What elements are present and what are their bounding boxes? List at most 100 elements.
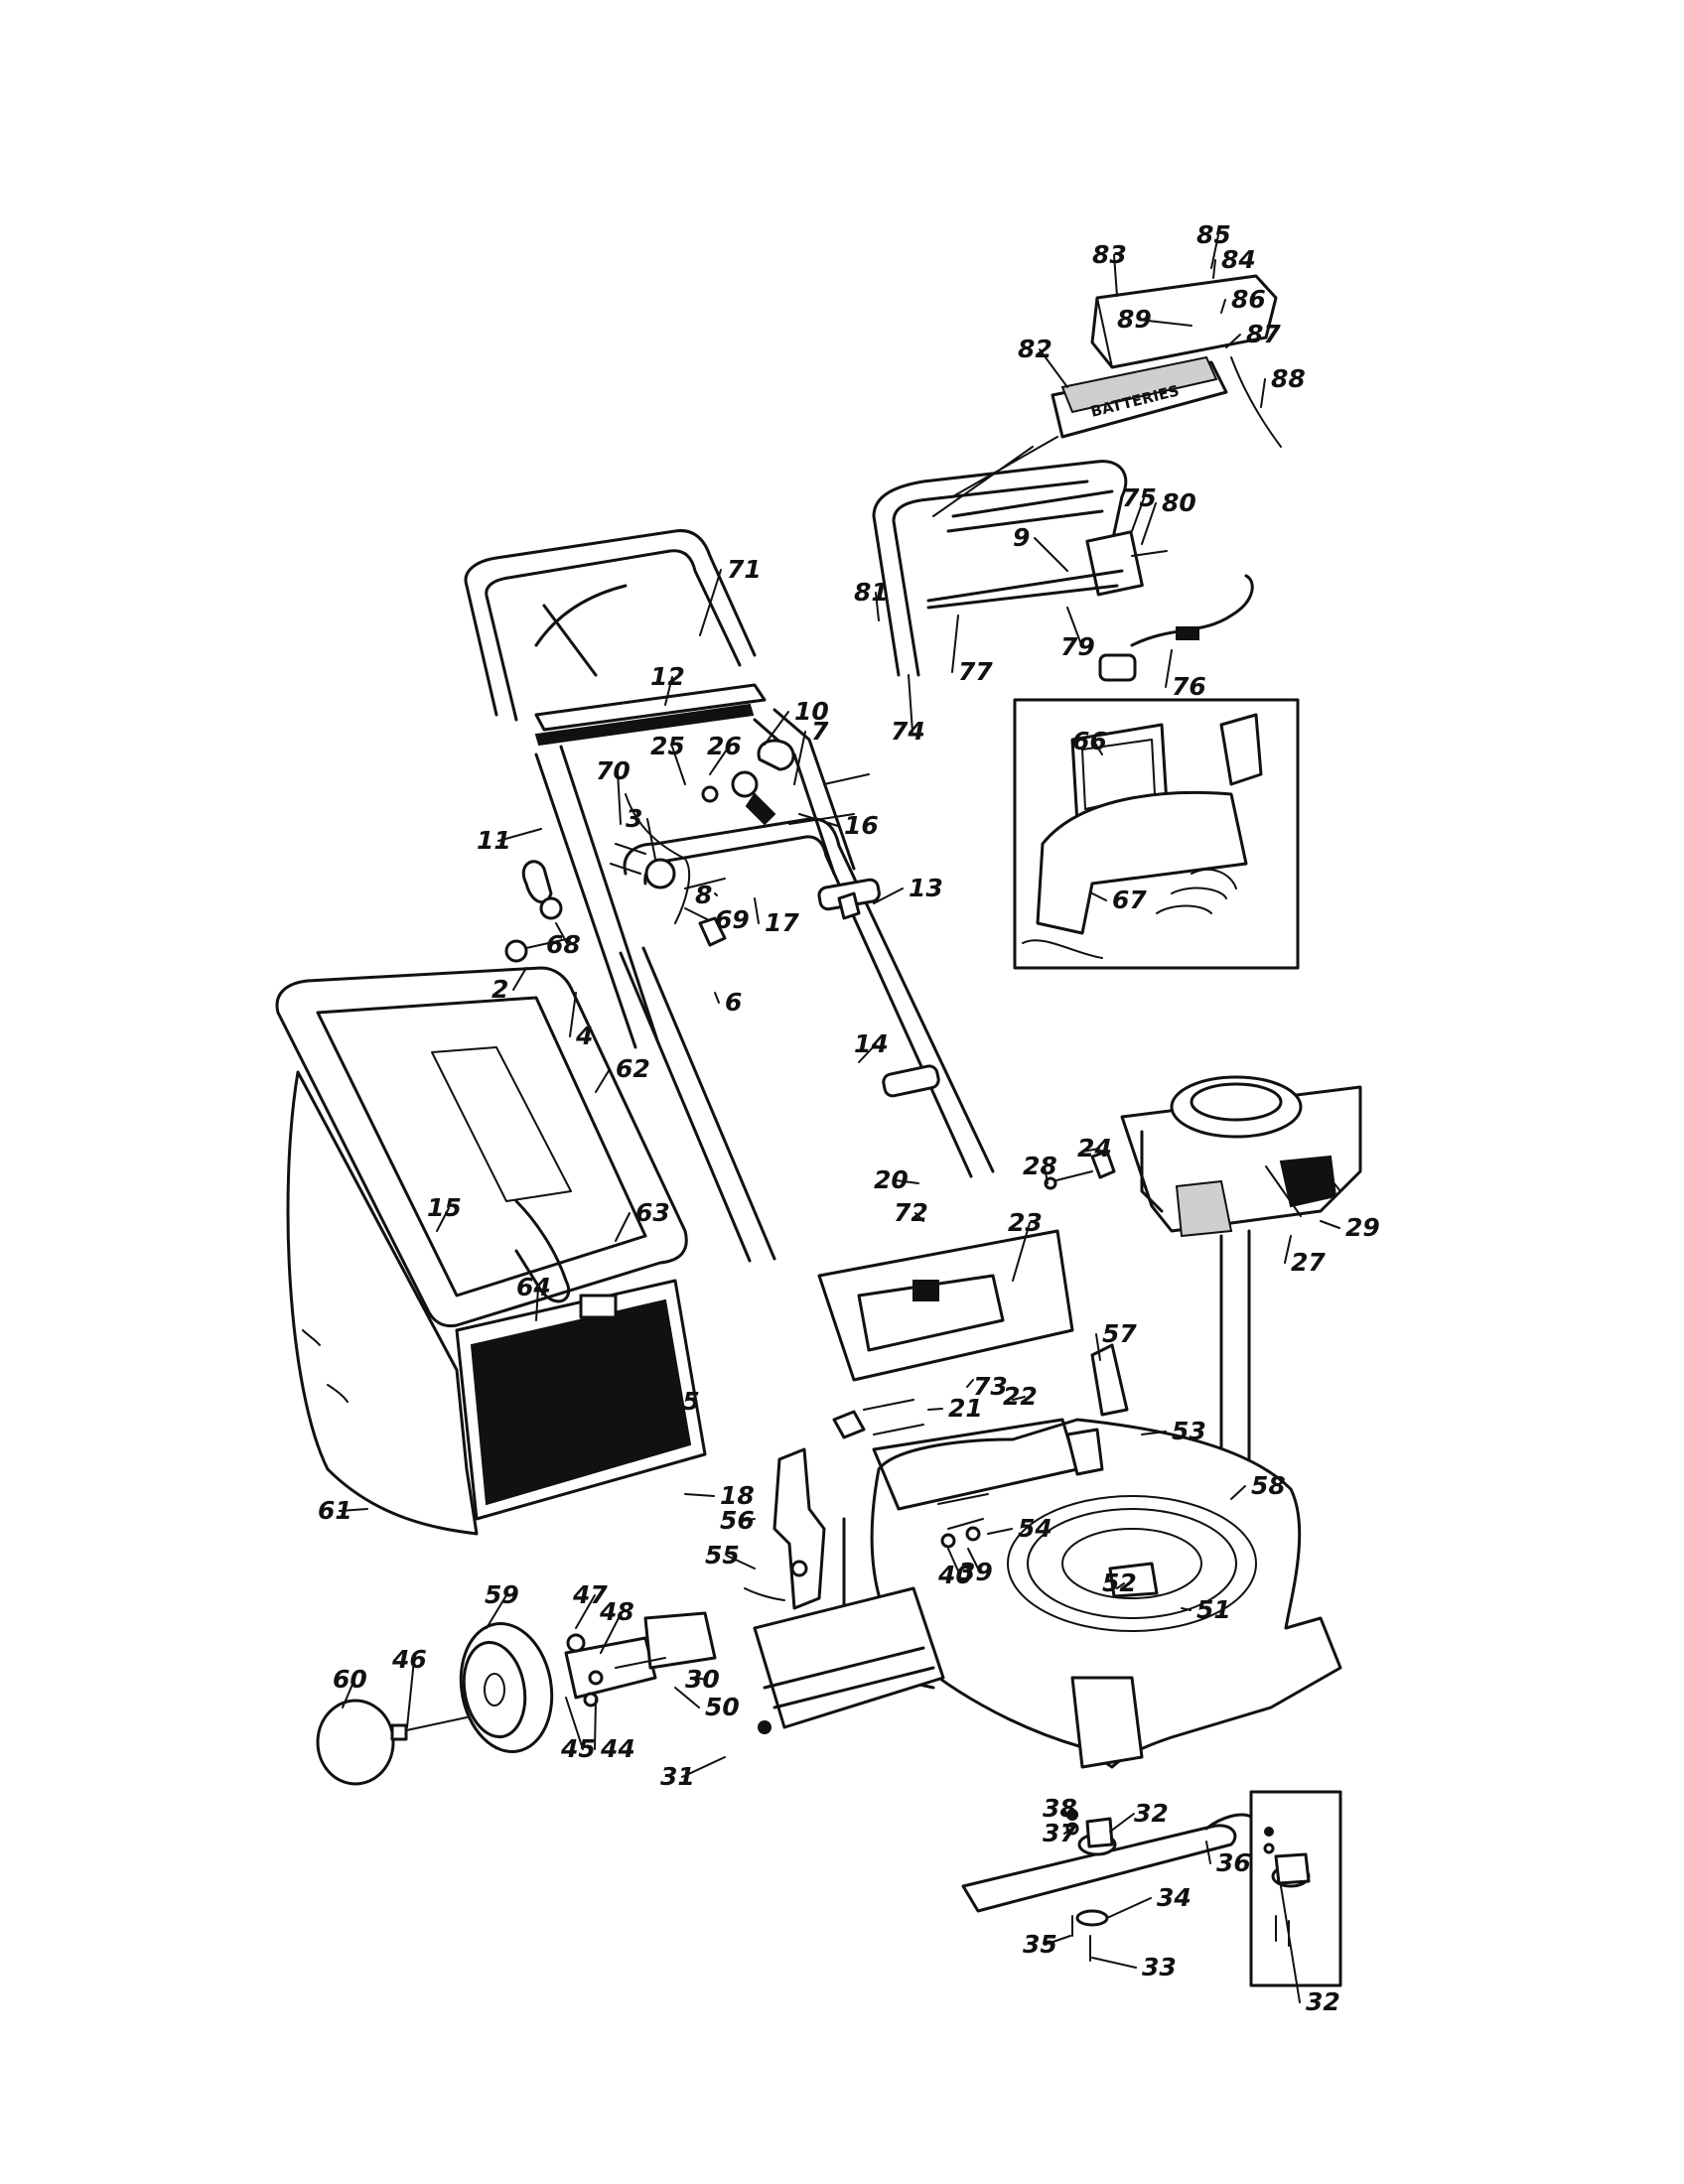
part-number-29: 29: [1345, 1213, 1380, 1242]
leader-line: [1039, 348, 1068, 388]
part-number-26: 26: [707, 732, 742, 760]
part-number-74: 74: [891, 717, 925, 746]
upper-handle-rear: [872, 460, 1128, 677]
leader-line: [1012, 1222, 1031, 1282]
leader-line: [1106, 1897, 1152, 1919]
leader-line: [565, 1697, 584, 1750]
part-number-8: 8: [695, 881, 712, 909]
leader-line: [1044, 1935, 1071, 1946]
deck-hardware: [832, 1399, 989, 1549]
part-number-16: 16: [844, 811, 879, 840]
leader-line: [754, 897, 760, 924]
leader-line: [1109, 1813, 1135, 1833]
part-number-77: 77: [958, 657, 993, 686]
leader-line: [967, 1548, 981, 1573]
leader-line: [342, 1679, 355, 1708]
part-number-40: 40: [937, 1561, 973, 1589]
part-number-53: 53: [1172, 1417, 1206, 1445]
upper-handle: [464, 529, 757, 722]
part-number-57: 57: [1102, 1319, 1137, 1348]
part-number-44: 44: [600, 1734, 635, 1763]
part-number-4: 4: [575, 1022, 593, 1050]
plug-connector: [1098, 574, 1254, 682]
battery-wire: [1230, 356, 1282, 448]
leader-line: [714, 992, 720, 1004]
control-bar: [534, 683, 767, 747]
part-number-58: 58: [1251, 1471, 1286, 1500]
leader-line: [914, 1212, 924, 1222]
leader-line: [1280, 1885, 1301, 2003]
leader-line: [436, 1207, 450, 1232]
part-number-85: 85: [1196, 220, 1231, 249]
engine-shaft: [1219, 1229, 1251, 1491]
part-number-47: 47: [572, 1580, 608, 1609]
part-number-52: 52: [1102, 1569, 1137, 1597]
leader-line: [1230, 1485, 1246, 1500]
leader-line: [600, 1611, 623, 1654]
leader-line: [694, 1677, 708, 1681]
part-number-20: 20: [874, 1165, 909, 1194]
part-number-51: 51: [1196, 1595, 1231, 1624]
leader-line: [497, 828, 542, 842]
part-number-32-blade: 32: [1134, 1799, 1169, 1828]
leader-line: [875, 592, 880, 621]
leader-line: [1044, 1165, 1049, 1184]
leader-line: [1034, 537, 1068, 572]
leader-line: [684, 1493, 715, 1497]
part-number-76: 76: [1172, 672, 1206, 701]
part-number-23: 23: [1008, 1208, 1043, 1237]
leader-line: [1220, 299, 1226, 314]
part-number-24: 24: [1077, 1134, 1112, 1162]
leader-line: [1093, 741, 1103, 755]
part-number-9: 9: [1013, 523, 1030, 552]
part-number-70: 70: [596, 756, 631, 785]
part-number-28: 28: [1023, 1152, 1057, 1180]
part-number-84: 84: [1221, 245, 1256, 274]
leader-line: [1091, 892, 1107, 901]
part-number-34: 34: [1157, 1883, 1192, 1912]
leader-line: [674, 1687, 700, 1708]
leader-line: [664, 676, 673, 706]
leader-line: [908, 674, 913, 733]
leader-line: [714, 892, 718, 896]
part-number-2: 2: [491, 975, 508, 1004]
leader-line: [617, 770, 622, 825]
leader-line: [987, 1528, 1013, 1535]
part-number-35: 35: [1023, 1930, 1057, 1959]
leader-line: [741, 1518, 756, 1522]
handle-knobs: [504, 739, 870, 963]
leader-line: [1012, 1396, 1026, 1401]
leader-line: [947, 1548, 961, 1576]
leader-line: [699, 569, 722, 636]
leader-line: [594, 1699, 597, 1750]
part-number-38: 38: [1043, 1794, 1077, 1823]
part-number-79: 79: [1060, 632, 1095, 661]
leader-line: [681, 1756, 726, 1778]
leader-line: [1113, 254, 1118, 297]
blade-assembly: [961, 1809, 1253, 1962]
leader-line: [1181, 1607, 1192, 1611]
grass-catcher-frame: [455, 1279, 707, 1521]
part-number-18: 18: [720, 1481, 755, 1510]
leader-line: [927, 1408, 943, 1411]
leader-line: [615, 1212, 631, 1242]
part-number-10: 10: [794, 697, 829, 726]
leader-line: [1063, 1829, 1071, 1835]
part-number-14: 14: [854, 1029, 889, 1058]
leader-line: [512, 967, 527, 991]
part-number-89: 89: [1117, 305, 1152, 334]
deck-brackets: [1065, 1343, 1159, 1598]
leader-line: [873, 887, 904, 904]
leader-line: [1212, 259, 1216, 279]
hubcap: [316, 1699, 395, 1786]
leader-line: [1091, 1957, 1137, 1969]
leader-line: [798, 813, 839, 827]
leader-line: [895, 1179, 919, 1184]
leader-line: [486, 1594, 507, 1629]
leader-line: [726, 1555, 756, 1570]
part-number-36: 36: [1216, 1848, 1251, 1877]
part-number-37: 37: [1043, 1819, 1077, 1847]
leader-line: [595, 1068, 611, 1093]
part-number-75: 75: [1122, 483, 1157, 512]
